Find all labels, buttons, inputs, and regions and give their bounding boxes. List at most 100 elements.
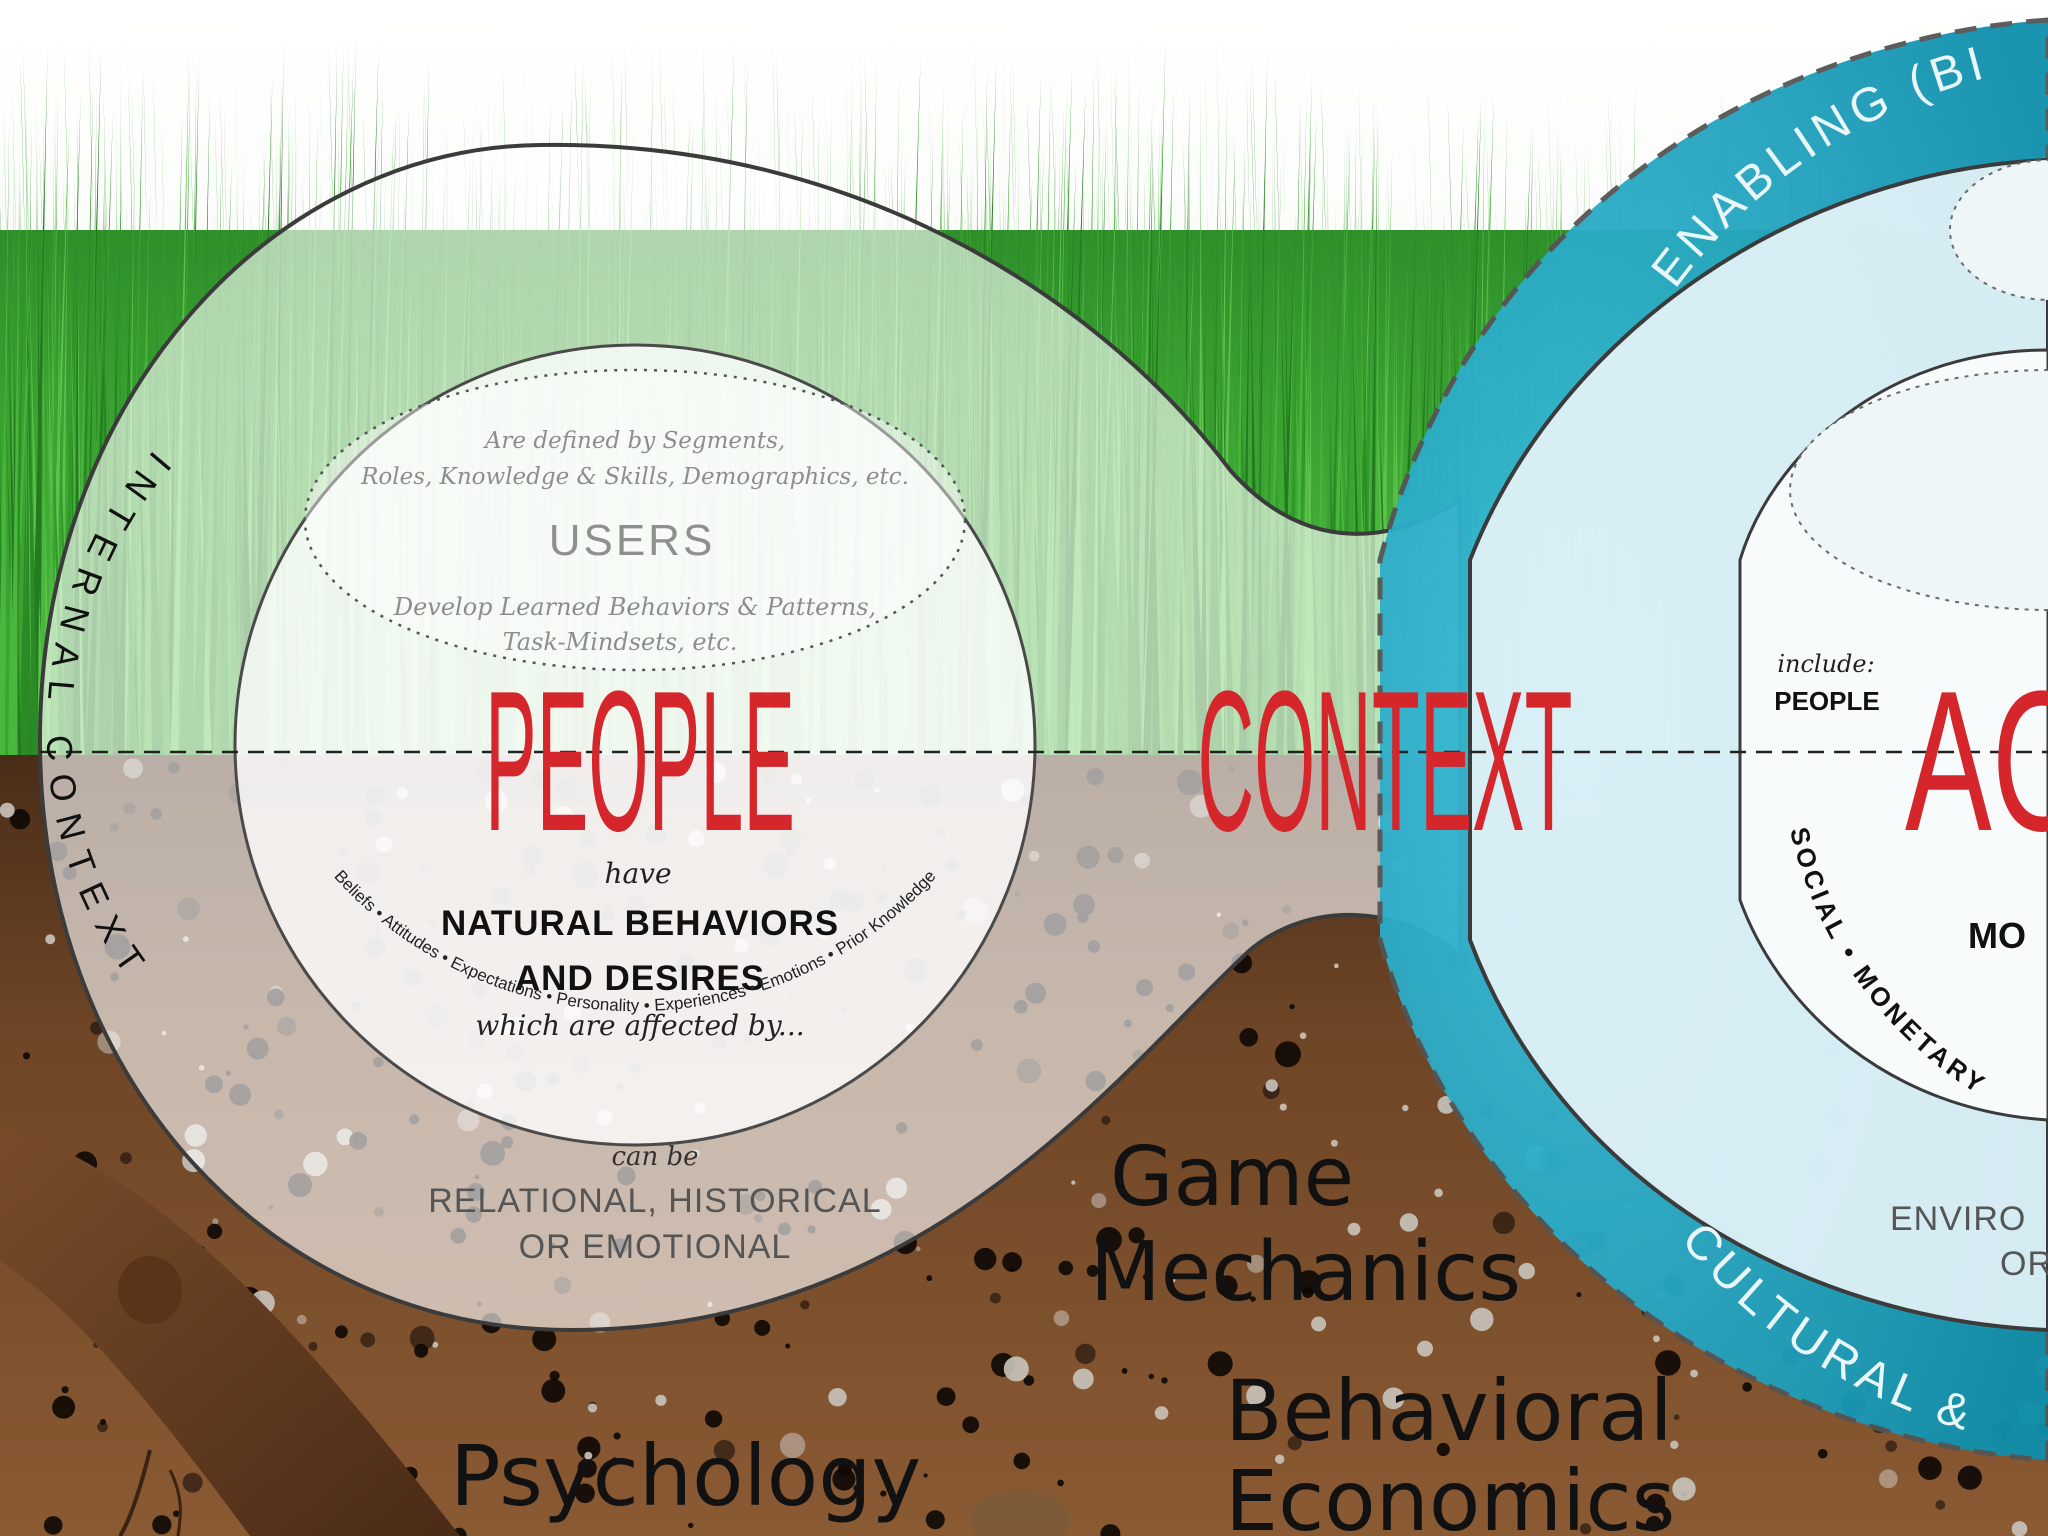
grass-blade bbox=[25, 99, 39, 760]
soil-dot bbox=[1670, 1440, 1679, 1450]
soil-dot bbox=[1492, 1211, 1516, 1235]
soil-dot bbox=[1239, 1028, 1258, 1047]
soil-dot bbox=[1002, 1252, 1022, 1272]
soil-dot bbox=[1274, 1041, 1301, 1068]
soil-dot bbox=[1655, 1350, 1681, 1376]
soil-dot bbox=[611, 1457, 619, 1465]
soil-dot bbox=[22, 1052, 31, 1060]
mo-partial-label: MO bbox=[1968, 915, 2026, 956]
soil-dot bbox=[1402, 1104, 1409, 1112]
soil-dot bbox=[613, 1432, 621, 1440]
soil-dot bbox=[1216, 1275, 1238, 1297]
soil-dot bbox=[173, 1510, 180, 1517]
soil-dot bbox=[1247, 1254, 1266, 1273]
soil-dot bbox=[1279, 1103, 1287, 1111]
soil-dot bbox=[990, 1292, 1001, 1304]
mechanics-label: Mechanics bbox=[1090, 1225, 1521, 1320]
users-caption-bottom-1: Develop Learned Behaviors & Patterns, bbox=[393, 593, 876, 621]
soil-dot bbox=[754, 1319, 771, 1336]
soil-dot bbox=[1518, 1262, 1535, 1280]
soil-dot bbox=[212, 1218, 219, 1225]
soil-dot bbox=[1742, 1382, 1752, 1392]
soil-dot bbox=[1382, 1387, 1405, 1410]
people-core-circle bbox=[233, 343, 1037, 1147]
soil-dot bbox=[120, 1152, 132, 1164]
soil-dot bbox=[1470, 1307, 1494, 1332]
soil-dot bbox=[1347, 1222, 1361, 1236]
soil-dot bbox=[785, 1343, 791, 1349]
people-title: PEOPLE bbox=[485, 650, 795, 873]
soil-dot bbox=[45, 934, 56, 945]
grass-blade bbox=[0, 112, 10, 760]
soil-dot bbox=[1576, 1292, 1582, 1298]
soil-dot bbox=[577, 1458, 597, 1478]
soil-dot bbox=[0, 802, 15, 818]
soil-dot bbox=[100, 1418, 106, 1425]
enviro-partial-2: OR bbox=[2000, 1245, 2048, 1283]
soil-dot bbox=[779, 1432, 806, 1459]
soil-dot bbox=[1057, 1479, 1064, 1487]
context-title: CONTEXT bbox=[1198, 650, 1573, 873]
soil-dot bbox=[432, 1341, 439, 1348]
soil-dot bbox=[1148, 1373, 1155, 1380]
soil-dot bbox=[1053, 1310, 1070, 1326]
soil-dot bbox=[360, 1332, 376, 1348]
soil-dot bbox=[916, 1246, 921, 1252]
soil-dot bbox=[1653, 1335, 1660, 1343]
soil-dot bbox=[1265, 1079, 1278, 1092]
enviro-partial-1: ENVIRO bbox=[1890, 1200, 2026, 1238]
affected-by-label: which are affected by... bbox=[475, 1009, 804, 1042]
users-caption-top-2: Roles, Knowledge & Skills, Demographics,… bbox=[360, 464, 909, 490]
soil-dot bbox=[414, 1343, 429, 1358]
soil-dot bbox=[1646, 1515, 1662, 1532]
grass-blade bbox=[2, 155, 14, 761]
soil-dot bbox=[974, 1247, 997, 1271]
soil-dot bbox=[926, 1275, 933, 1282]
users-title: USERS bbox=[549, 516, 716, 565]
soil-dot bbox=[587, 1403, 598, 1413]
soil-dot bbox=[1086, 1264, 1099, 1277]
include-label: include: bbox=[1777, 650, 1874, 678]
soil-dot bbox=[1072, 1368, 1094, 1390]
soil-dot bbox=[1161, 1377, 1168, 1384]
soil-dot bbox=[1330, 1139, 1338, 1147]
soil-dot bbox=[1091, 1193, 1107, 1209]
soil-dot bbox=[1013, 1452, 1031, 1470]
soil-dot bbox=[9, 809, 31, 830]
soil-dot bbox=[1579, 1523, 1592, 1535]
soil-dot bbox=[1299, 1032, 1307, 1039]
users-ellipse bbox=[303, 368, 967, 672]
soil-dot bbox=[1672, 1477, 1696, 1501]
soil-dot bbox=[207, 1223, 223, 1239]
include-people-label: PEOPLE bbox=[1774, 686, 1879, 716]
soil-dot bbox=[1817, 1448, 1828, 1459]
soil-dot bbox=[1334, 963, 1339, 969]
soil-dot bbox=[853, 1484, 860, 1492]
grass-blade bbox=[23, 243, 32, 761]
soil-dot bbox=[584, 1451, 593, 1460]
have-label: have bbox=[604, 857, 671, 890]
grass-blade bbox=[29, 48, 48, 761]
soil-dot bbox=[409, 1325, 435, 1351]
soil-dot bbox=[52, 1395, 76, 1419]
soil-dot bbox=[182, 1472, 203, 1493]
behaviors-line-2: AND DESIRES bbox=[515, 959, 765, 998]
soil-dot bbox=[532, 1327, 557, 1352]
soil-dot bbox=[1003, 1356, 1029, 1382]
soil-dot bbox=[1207, 1351, 1233, 1377]
soil-dot bbox=[43, 1516, 63, 1535]
game-label: Game bbox=[1110, 1130, 1354, 1225]
users-caption-top-1: Are defined by Segments, bbox=[483, 428, 785, 454]
soil-dot bbox=[1957, 1465, 1982, 1490]
kinds-line-1: RELATIONAL, HISTORICAL bbox=[428, 1182, 881, 1220]
soil-dot bbox=[1023, 1375, 1035, 1386]
soil-dot bbox=[1058, 1260, 1074, 1276]
soil-dot bbox=[577, 1436, 601, 1460]
soil-dot bbox=[1918, 1456, 1942, 1480]
soil-dot bbox=[1154, 1406, 1169, 1420]
activities-title-partial: ACT bbox=[1905, 650, 2048, 873]
soil-dot bbox=[335, 1325, 348, 1339]
soil-dot bbox=[800, 1300, 810, 1310]
soil-dot bbox=[1436, 1442, 1450, 1457]
soil-dot bbox=[1096, 1227, 1122, 1253]
